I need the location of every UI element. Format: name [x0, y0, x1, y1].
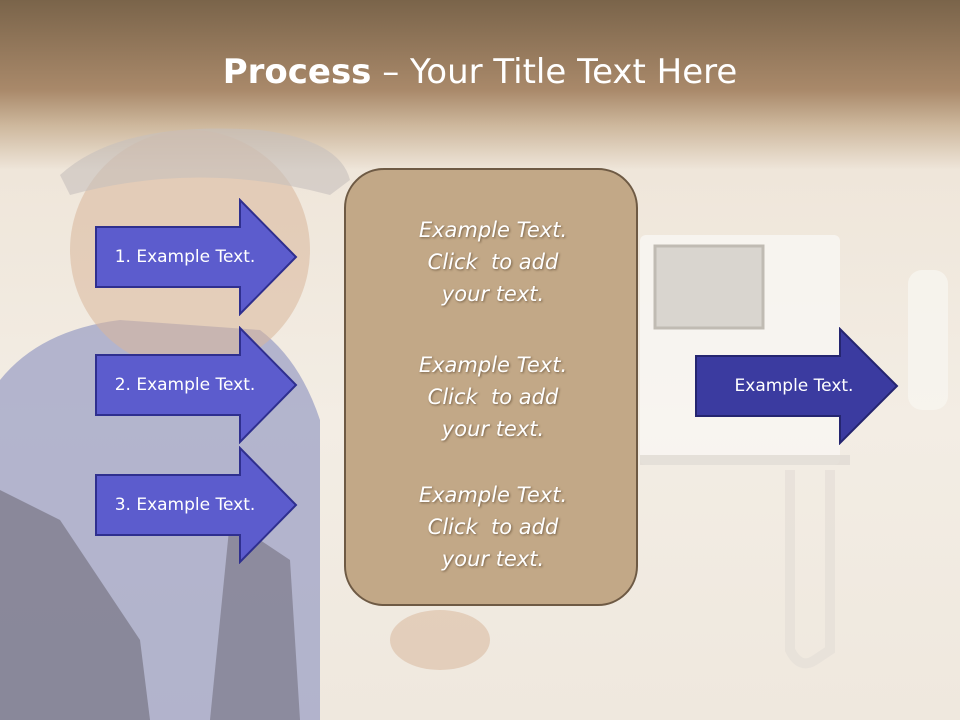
step-arrow-3[interactable]: 3. Example Text. — [94, 446, 298, 564]
block-line: Example Text. — [418, 353, 568, 377]
arrow-shape — [95, 326, 298, 444]
center-text-box[interactable]: Example Text. Click to add your text. Ex… — [344, 168, 638, 606]
block-line: Click to add — [427, 250, 559, 274]
block-line: Click to add — [427, 385, 559, 409]
block-line: your text. — [441, 417, 545, 441]
block-line: Click to add — [427, 515, 559, 539]
result-arrow[interactable]: Example Text. — [694, 326, 900, 446]
step-label: 3. Example Text. — [114, 495, 256, 515]
step-label: 1. Example Text. — [114, 247, 256, 267]
arrow-shape — [95, 198, 298, 316]
text-block-1: Example Text. Click to add your text. — [346, 214, 640, 310]
arrow-shape — [695, 326, 899, 446]
slide-title: Process – Your Title Text Here — [0, 52, 960, 92]
title-rest: – Your Title Text Here — [371, 52, 738, 92]
step-arrow-2[interactable]: 2. Example Text. — [94, 326, 298, 444]
result-label: Example Text. — [734, 376, 854, 396]
block-line: your text. — [441, 547, 545, 571]
title-bold: Process — [222, 52, 372, 92]
text-block-3: Example Text. Click to add your text. — [346, 479, 640, 575]
arrow-shape — [95, 446, 298, 564]
text-block-2: Example Text. Click to add your text. — [346, 349, 640, 445]
block-line: your text. — [441, 282, 545, 306]
step-arrow-1[interactable]: 1. Example Text. — [94, 198, 298, 316]
step-label: 2. Example Text. — [114, 375, 256, 395]
block-line: Example Text. — [418, 218, 568, 242]
block-line: Example Text. — [418, 483, 568, 507]
